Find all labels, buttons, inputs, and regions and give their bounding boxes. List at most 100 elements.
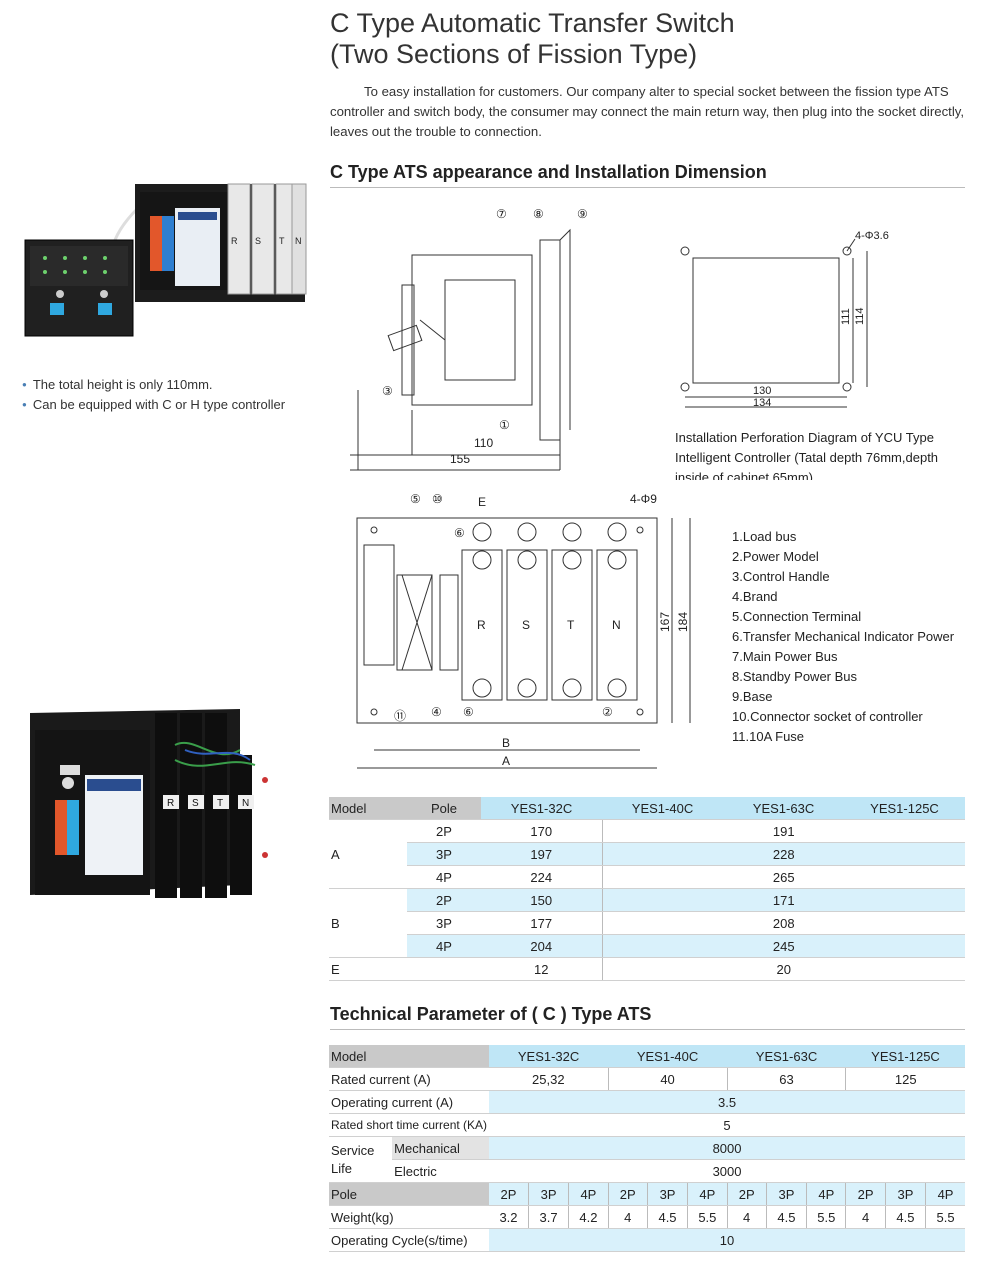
feature-item: The total height is only 110mm. bbox=[22, 375, 285, 395]
value-cell: 197 bbox=[481, 842, 602, 866]
legend-item: 5.Connection Terminal bbox=[732, 609, 862, 624]
section-heading-dimension: C Type ATS appearance and Installation D… bbox=[330, 162, 965, 188]
pole-value: 2P bbox=[607, 1182, 648, 1206]
pole-cell: 2P bbox=[407, 819, 481, 843]
legend-item: 2.Power Model bbox=[732, 549, 819, 564]
title-line-2: (Two Sections of Fission Type) bbox=[330, 39, 698, 69]
side-callout: ① bbox=[499, 418, 510, 432]
mechanical-label: Mechanical bbox=[392, 1136, 490, 1160]
pole-value: 4P bbox=[687, 1182, 728, 1206]
weight-value: 4.5 bbox=[646, 1205, 688, 1229]
product-photo-2: R S T N bbox=[30, 709, 268, 898]
front-view-drawing: ⑤ ⑩ ⑥ ⑪ ④ ⑥ ② E 4-Φ9 R S T N 167 184 B A bbox=[356, 492, 691, 769]
intro-paragraph: To easy installation for customers. Our … bbox=[330, 82, 970, 142]
value-cell: 170 bbox=[481, 819, 602, 843]
value-cell: 245 bbox=[601, 934, 965, 958]
table-row: 3P 197 228 bbox=[329, 842, 965, 866]
value-cell: 191 bbox=[601, 819, 965, 843]
intro-text: To easy installation for customers. Our … bbox=[330, 84, 965, 139]
product-photo-1: R S T N bbox=[24, 183, 307, 337]
technical-table-header: Model YES1-32C YES1-40C YES1-63C YES1-12… bbox=[329, 1045, 965, 1068]
tech-model-name: YES1-125C bbox=[845, 1045, 965, 1068]
group-label: A bbox=[329, 819, 407, 889]
pole-value: 2P bbox=[726, 1182, 767, 1206]
pole-cell: 4P bbox=[407, 934, 481, 958]
electric-value: 3000 bbox=[489, 1159, 965, 1183]
side-callout: ⑨ bbox=[577, 207, 588, 221]
header-model-name: YES1-125C bbox=[844, 797, 965, 820]
rated-current-value: 125 bbox=[845, 1067, 965, 1091]
value-cell: 265 bbox=[601, 865, 965, 889]
photo1-pole-label: T bbox=[279, 236, 285, 246]
page-title: C Type Automatic Transfer Switch (Two Se… bbox=[330, 8, 735, 70]
front-callout: ⑩ bbox=[432, 492, 443, 506]
perforation-dim-134: 134 bbox=[753, 397, 771, 409]
weight-value: 4 bbox=[607, 1205, 648, 1229]
front-dim-167: 167 bbox=[658, 612, 672, 632]
rated-current-value: 40 bbox=[607, 1067, 728, 1091]
service-life-label-line: Life bbox=[331, 1160, 352, 1176]
short-time-current-label: Rated short time current (KA) bbox=[329, 1113, 490, 1137]
pole-value: 3P bbox=[527, 1182, 569, 1206]
pole-value: 4P bbox=[925, 1182, 965, 1206]
service-life-label-line: Service bbox=[331, 1142, 375, 1158]
perforation-dim-130: 130 bbox=[753, 385, 771, 397]
pole-value: 3P bbox=[765, 1182, 807, 1206]
weight-value: 3.2 bbox=[489, 1205, 529, 1229]
value-cell: 20 bbox=[601, 957, 965, 981]
feature-item: Can be equipped with C or H type control… bbox=[22, 395, 285, 415]
table-row: Weight(kg) 3.2 3.7 4.2 4 4.5 5.5 4 4.5 5… bbox=[329, 1205, 965, 1229]
value-cell: 171 bbox=[601, 888, 965, 912]
electric-label: Electric bbox=[392, 1159, 490, 1183]
front-callout: ⑥ bbox=[454, 526, 465, 540]
value-cell: 228 bbox=[601, 842, 965, 866]
side-dim-110: 110 bbox=[474, 436, 493, 450]
table-row: 3P 177 208 bbox=[329, 911, 965, 935]
front-callout: ⑪ bbox=[394, 709, 406, 723]
tech-model-name: YES1-40C bbox=[608, 1045, 728, 1068]
perforation-dim-111: 111 bbox=[840, 308, 852, 325]
side-callout: ⑧ bbox=[533, 207, 544, 221]
front-dim-184: 184 bbox=[676, 612, 690, 632]
photo1-pole-label: R bbox=[231, 236, 238, 246]
table-row: B 2P 150 171 bbox=[329, 888, 965, 958]
pole-row-label: Pole bbox=[329, 1182, 490, 1206]
front-dim-b: B bbox=[502, 736, 510, 750]
value-cell: 224 bbox=[481, 865, 602, 889]
table-row: Operating Cycle(s/time) 10 bbox=[329, 1228, 965, 1252]
header-model-name: YES1-63C bbox=[723, 797, 844, 820]
parts-legend: 1.Load bus 2.Power Model 3.Control Handl… bbox=[732, 527, 954, 747]
dimension-table: Model Pole YES1-32C YES1-40C YES1-63C YE… bbox=[329, 797, 965, 981]
front-callout: ④ bbox=[431, 705, 442, 719]
perforation-diagram: 4-Φ3.6 130 134 111 114 bbox=[680, 230, 889, 409]
technical-table: Model YES1-32C YES1-40C YES1-63C YES1-12… bbox=[329, 1045, 965, 1252]
pole-cell: 2P bbox=[407, 888, 481, 912]
weight-value: 3.7 bbox=[527, 1205, 569, 1229]
dimension-table-header: Model Pole YES1-32C YES1-40C YES1-63C YE… bbox=[329, 797, 965, 820]
photo1-pole-label: N bbox=[295, 236, 302, 246]
legend-item: 11.10A Fuse bbox=[732, 729, 805, 744]
group-label: B bbox=[329, 888, 407, 958]
title-line-1: C Type Automatic Transfer Switch bbox=[330, 8, 735, 38]
table-row: Rated short time current (KA) 5 bbox=[329, 1113, 965, 1137]
table-row: 4P 204 245 bbox=[329, 934, 965, 958]
pole-value: 2P bbox=[845, 1182, 886, 1206]
tech-model-name: YES1-63C bbox=[727, 1045, 846, 1068]
rated-current-value: 25,32 bbox=[489, 1067, 609, 1091]
header-model-name: YES1-40C bbox=[602, 797, 723, 820]
weight-value: 5.5 bbox=[687, 1205, 728, 1229]
value-cell: 204 bbox=[481, 934, 602, 958]
legend-item: 7.Main Power Bus bbox=[732, 649, 838, 664]
table-row: Electric 3000 bbox=[329, 1159, 965, 1183]
group-label: E bbox=[329, 957, 481, 981]
legend-item: 6.Transfer Mechanical Indicator Power bbox=[732, 629, 955, 644]
front-pole-label: S bbox=[522, 618, 530, 632]
short-time-current-value: 5 bbox=[489, 1113, 965, 1137]
value-cell: 12 bbox=[481, 957, 602, 981]
pole-value: 2P bbox=[489, 1182, 529, 1206]
header-model-name: YES1-32C bbox=[481, 797, 602, 820]
pole-value: 3P bbox=[646, 1182, 688, 1206]
front-pole-label: R bbox=[477, 618, 486, 632]
weight-value: 5.5 bbox=[925, 1205, 965, 1229]
weight-value: 5.5 bbox=[806, 1205, 846, 1229]
